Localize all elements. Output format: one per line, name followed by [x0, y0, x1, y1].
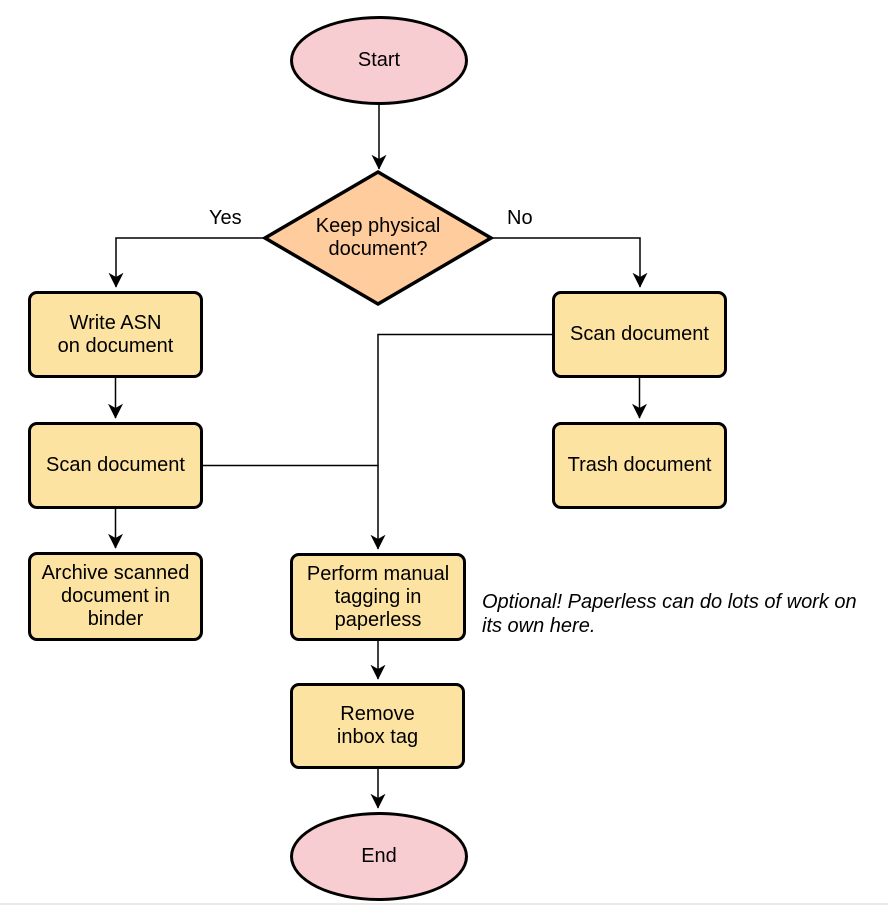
node-manual-tagging: Perform manual tagging in paperless — [290, 553, 466, 641]
node-end: End — [290, 812, 468, 901]
node-scan-document-keep-label: Scan document — [46, 454, 185, 476]
node-end-label: End — [361, 845, 397, 867]
node-scan-document-toss-label: Scan document — [570, 323, 709, 345]
node-trash-document-label: Trash document — [567, 454, 712, 476]
edge-label-yes: Yes — [209, 207, 242, 229]
node-archive-binder-label: Archive scanned document in binder — [41, 562, 190, 630]
decision-diamond-shape — [261, 169, 495, 307]
edge-label-no: No — [507, 207, 533, 229]
node-remove-inbox-tag-label: Remove inbox tag — [336, 703, 419, 748]
node-write-asn: Write ASN on document — [28, 291, 203, 378]
node-start-label: Start — [357, 49, 401, 71]
node-remove-inbox-tag: Remove inbox tag — [290, 683, 465, 769]
edge-scan-toss-to-tagging — [370, 333, 552, 550]
node-decision-label: Keep physical document? — [315, 215, 441, 260]
node-trash-document: Trash document — [552, 422, 727, 509]
optional-note: Optional! Paperless can do lots of work … — [482, 591, 857, 637]
node-start: Start — [290, 16, 468, 105]
node-manual-tagging-label: Perform manual tagging in paperless — [306, 562, 450, 631]
edge-decision-no-to-scan — [491, 237, 648, 288]
edge-decision-yes-to-write-asn — [108, 237, 265, 288]
node-write-asn-label: Write ASN on document — [57, 311, 174, 357]
node-scan-document-toss: Scan document — [552, 291, 727, 378]
bottom-edge-divider — [0, 903, 888, 905]
node-archive-binder: Archive scanned document in binder — [28, 552, 203, 641]
node-scan-document-keep: Scan document — [28, 422, 203, 509]
node-decision: Keep physical document? — [266, 172, 490, 304]
